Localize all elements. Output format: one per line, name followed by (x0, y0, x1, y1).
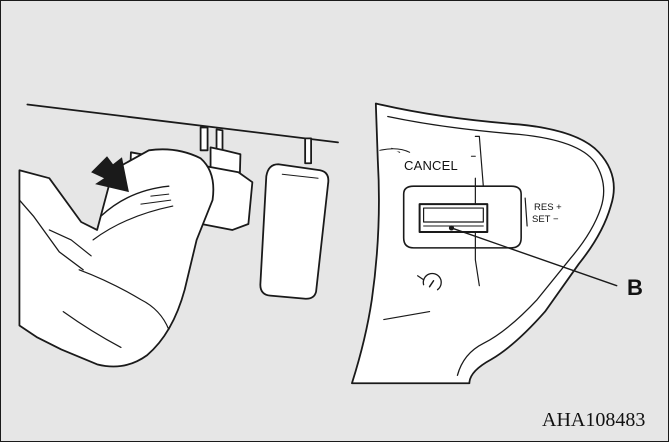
res-label: RES + (534, 202, 562, 213)
steering-wheel (352, 104, 614, 384)
floor-line (27, 105, 338, 143)
set-label: SET − (532, 214, 559, 225)
figure-code: AHA108483 (542, 409, 645, 432)
accelerator-pedal (260, 138, 328, 298)
callout-b-label: B (627, 275, 643, 301)
cancel-label: CANCEL (404, 158, 458, 173)
arrow-icon (91, 156, 129, 192)
